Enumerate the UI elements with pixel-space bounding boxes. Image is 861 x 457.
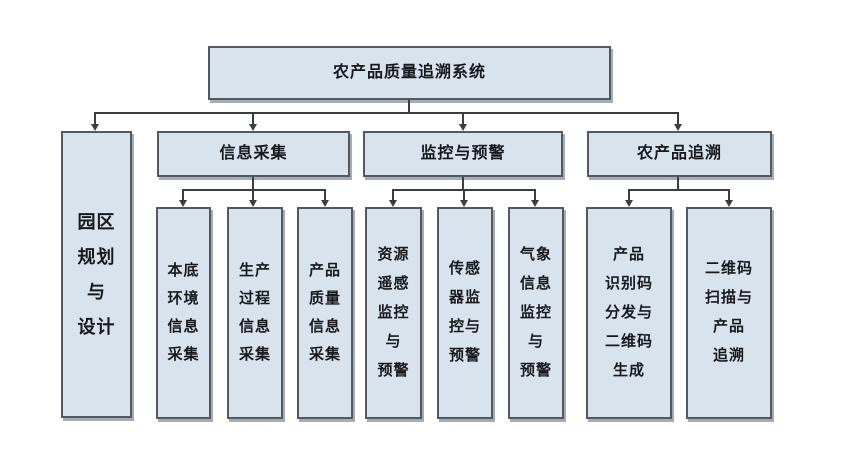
node-info-collection: 信息采集 [157, 131, 350, 177]
node-production-process-info-label: 生产 过程 信息 采集 [238, 263, 271, 363]
arrowhead-trace-child1 [625, 200, 633, 207]
node-park-planning: 园区 规划 与 设计 [61, 131, 132, 418]
connector-stub-info-child2 [252, 189, 254, 201]
arrowhead-park [91, 124, 99, 131]
node-qr-scan-tracing-label: 二维码 扫描与 产品 追溯 [704, 261, 753, 364]
node-product-tracing-label: 农产品追溯 [636, 145, 722, 162]
arrowhead-trace-child2 [725, 200, 733, 207]
arrowhead-monitor [459, 124, 467, 131]
node-baseline-env-info: 本底 环境 信息 采集 [156, 207, 211, 419]
connector-stub-info-child3 [324, 189, 326, 201]
node-monitoring-warning: 监控与预警 [363, 131, 563, 177]
node-qr-scan-tracing: 二维码 扫描与 产品 追溯 [686, 207, 772, 419]
connector-trunk-vertical [408, 100, 410, 113]
node-root-label: 农产品质量追溯系统 [332, 64, 486, 81]
connector-stub-monitor [462, 112, 464, 125]
connector-stub-info [252, 112, 254, 125]
node-park-planning-label: 园区 规划 与 设计 [77, 211, 116, 337]
arrowhead-trace [674, 124, 682, 131]
node-product-tracing: 农产品追溯 [587, 131, 772, 177]
arrowhead-info-child1 [179, 200, 187, 207]
arrowhead-info [249, 124, 257, 131]
arrowhead-info-child2 [249, 200, 257, 207]
node-id-code-qr-generation-label: 产品 识别码 分发与 二维码 生成 [604, 246, 653, 379]
connector-main-horizontal [94, 112, 679, 114]
arrowhead-monitor-child2 [460, 200, 468, 207]
connector-trace-vertical [677, 177, 679, 191]
node-weather-monitor: 气象 信息 监控 与 预警 [508, 207, 564, 419]
connector-stub-monitor-child1 [392, 189, 394, 201]
node-remote-sensing-monitor-label: 资源 遥感 监控 与 预警 [377, 246, 410, 379]
node-production-process-info: 生产 过程 信息 采集 [227, 207, 283, 419]
node-sensor-monitor-label: 传感 器监 控与 预警 [448, 261, 481, 364]
node-remote-sensing-monitor: 资源 遥感 监控 与 预警 [365, 207, 422, 419]
arrowhead-monitor-child3 [531, 200, 539, 207]
connector-stub-trace-child2 [728, 189, 730, 201]
connector-stub-monitor-child2 [463, 189, 465, 201]
node-id-code-qr-generation: 产品 识别码 分发与 二维码 生成 [586, 207, 672, 419]
connector-info-horizontal [182, 189, 326, 191]
node-weather-monitor-label: 气象 信息 监控 与 预警 [519, 246, 552, 379]
node-monitoring-warning-label: 监控与预警 [420, 145, 506, 162]
connector-stub-trace [677, 112, 679, 125]
connector-stub-park [94, 112, 96, 125]
node-product-quality-info-label: 产品 质量 信息 采集 [308, 263, 341, 363]
connector-info-vertical [252, 177, 254, 191]
connector-trace-horizontal [628, 189, 730, 191]
connector-stub-info-child1 [182, 189, 184, 201]
node-product-quality-info: 产品 质量 信息 采集 [297, 207, 353, 419]
connector-stub-monitor-child3 [534, 189, 536, 201]
arrowhead-info-child3 [321, 200, 329, 207]
node-root: 农产品质量追溯系统 [208, 46, 611, 100]
node-baseline-env-info-label: 本底 环境 信息 采集 [167, 263, 200, 363]
connector-stub-trace-child1 [628, 189, 630, 201]
node-info-collection-label: 信息采集 [219, 145, 288, 162]
connector-monitor-vertical [462, 177, 464, 191]
node-sensor-monitor: 传感 器监 控与 预警 [437, 207, 493, 419]
arrowhead-monitor-child1 [389, 200, 397, 207]
